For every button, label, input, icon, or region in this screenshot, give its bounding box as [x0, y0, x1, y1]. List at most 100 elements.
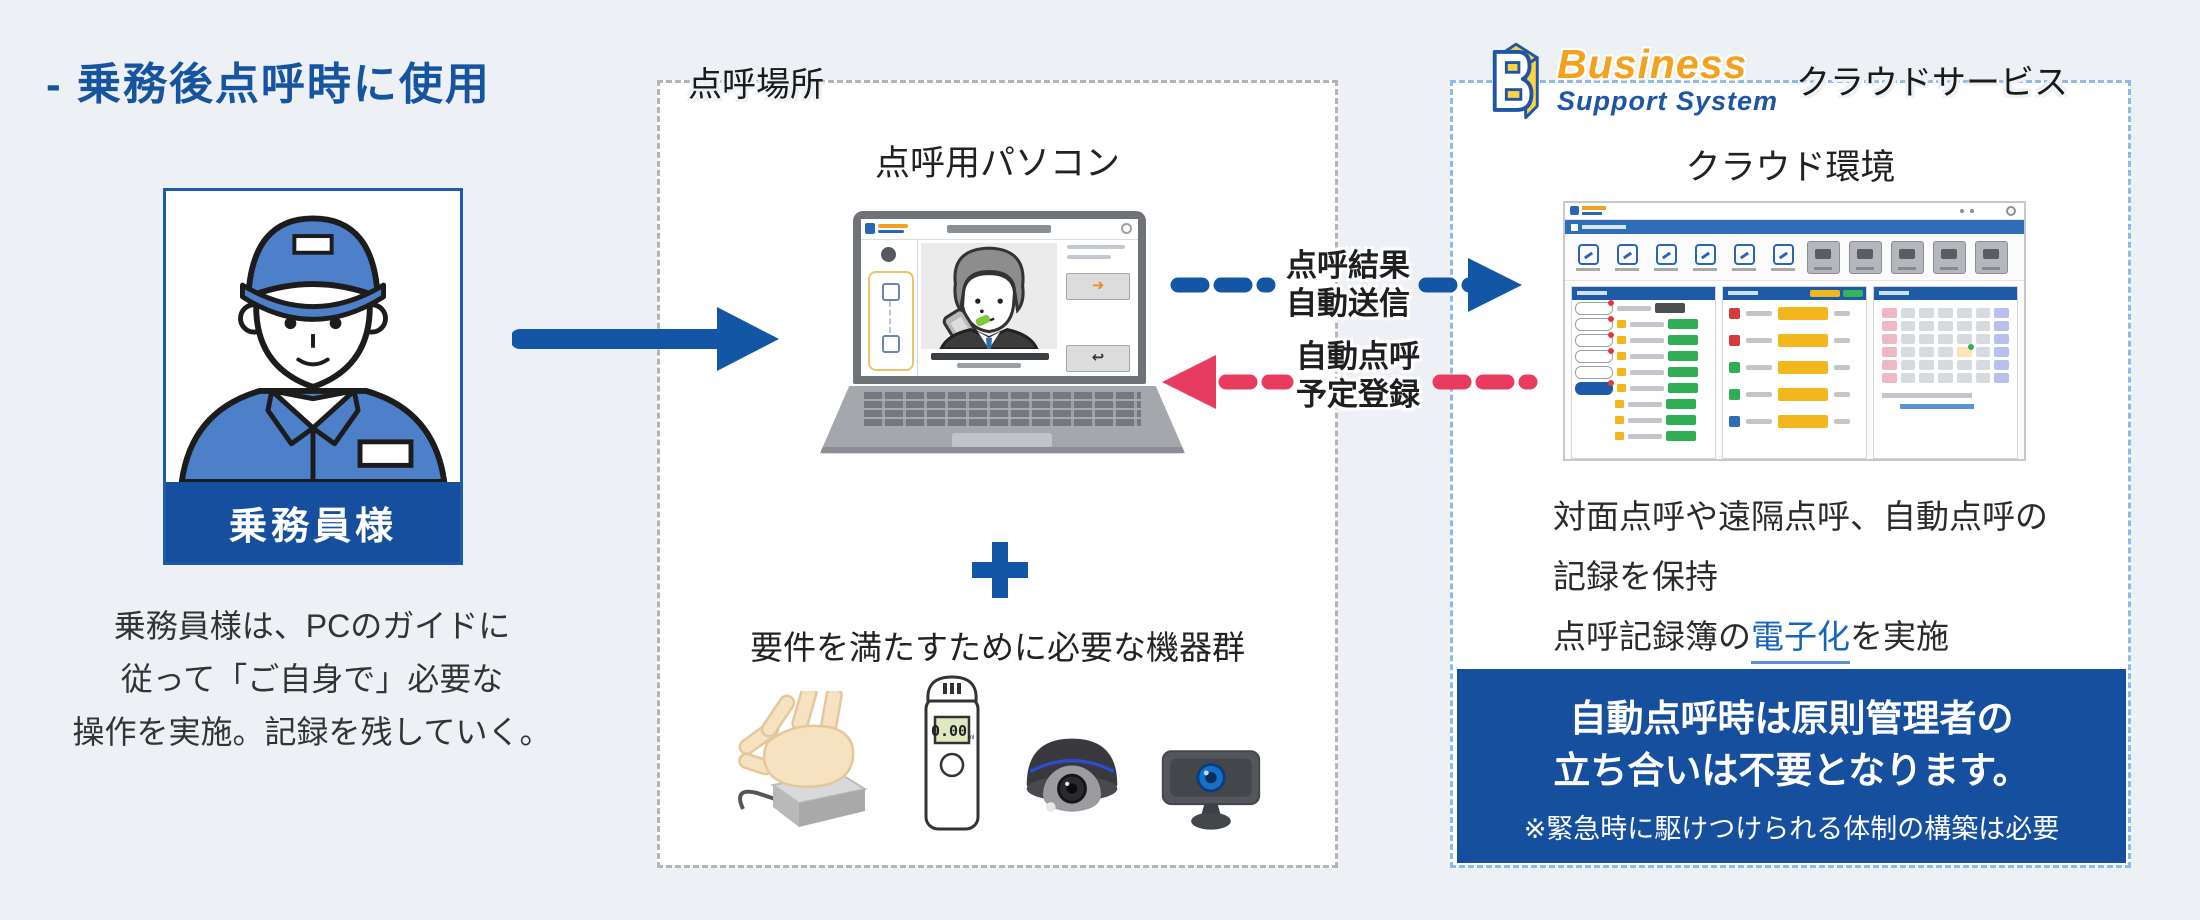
calendar-cell: [1919, 360, 1935, 370]
calendar-cell: [1938, 360, 1953, 370]
return-arrow-icon: ↩: [1091, 349, 1105, 366]
toolbar-blue-icon: [1729, 243, 1759, 271]
calendar-cell: [1994, 334, 2009, 344]
status-chip: [1668, 367, 1698, 377]
laptop-app-topbar: [861, 219, 1138, 240]
roll-call-pc-title: 点呼用パソコン: [874, 144, 1120, 183]
field-placeholder: [1067, 255, 1111, 259]
logo-text-placeholder: [1582, 212, 1602, 215]
status-chip: [1666, 399, 1696, 409]
driver-illustration: [166, 191, 460, 482]
filter-pill: [1575, 365, 1613, 379]
roll-call-place-box: 点呼場所 点呼用パソコン: [657, 66, 1338, 868]
breathalyzer-display: 0.00: [930, 722, 966, 740]
roster-row: [1572, 412, 1715, 428]
filter-pill: [1575, 300, 1614, 315]
laptop-app-heading-placeholder: [947, 225, 1051, 233]
text-placeholder: [1834, 338, 1850, 343]
text-placeholder: [1834, 419, 1850, 424]
status-panel: [1722, 286, 1867, 459]
filter-pill: [1575, 315, 1614, 331]
flow-label-line: 自動点呼: [1296, 339, 1420, 374]
status-chip: [1668, 335, 1698, 345]
step-icon: [882, 283, 900, 301]
notification-dot: [1608, 331, 1614, 338]
text-placeholder: [1746, 392, 1772, 397]
text-placeholder: [1628, 401, 1662, 407]
devices-row: 0.00 ml: [660, 665, 1335, 833]
text-placeholder: [1746, 419, 1772, 424]
flow-label-line: 点呼結果: [1286, 248, 1410, 283]
breathalyzer-icon: 0.00 ml: [924, 675, 979, 831]
text-placeholder: [1834, 365, 1850, 370]
calendar-cell: [1900, 334, 1916, 344]
calendar-cell: [1938, 321, 1953, 331]
notification-dot: [1608, 379, 1614, 386]
next-button-depiction: ➜: [1066, 273, 1130, 300]
status-chip: [1668, 351, 1698, 361]
text-placeholder: [1630, 353, 1664, 359]
toolbar-gray-button: [1849, 240, 1882, 274]
cloud-env-title: クラウド環境: [1685, 148, 1896, 187]
calendar-cell: [1938, 347, 1953, 357]
laptop-camera-view: [921, 243, 1057, 351]
text-placeholder: [1834, 311, 1850, 316]
warning-chip: [1617, 384, 1626, 392]
status-icon: [1729, 362, 1740, 373]
warning-chip: [1617, 368, 1626, 376]
roll-call-place-label: 点呼場所: [688, 66, 824, 104]
flow-label-line: 予定登録: [1296, 377, 1420, 412]
menu-dot-icon: [1960, 209, 1964, 213]
cloud-description-line: 点呼記録簿の電子化を実施: [1553, 607, 2048, 667]
status-row: [1723, 354, 1866, 381]
panel-header: [1874, 287, 2017, 300]
laptop-app-step-list: [868, 271, 914, 371]
calendar-cell: [1994, 321, 2009, 331]
roll-call-laptop: ➜ ↩: [820, 209, 1185, 477]
calendar-cell: [1919, 321, 1935, 331]
driver-description: 乗務員様は、PCのガイドに 従って「ご自身で」必要な 操作を実施。記録を残してい…: [38, 600, 586, 759]
cloud-service-label: クラウドサービス: [1796, 63, 2069, 102]
calendar-cell: [1956, 373, 1972, 383]
calendar-cell: [1956, 321, 1972, 331]
notice-line: 立ち合いは不要となります。: [1553, 750, 2030, 791]
action-button-depiction: [1778, 307, 1828, 320]
plus-icon: [968, 538, 1032, 602]
bss-mini-logo-icon: [865, 223, 911, 234]
calendar-panel: [1873, 286, 2018, 459]
text-placeholder: [1746, 338, 1772, 343]
warning-chip: [1617, 320, 1626, 328]
toolbar-blue-icon: [1612, 243, 1642, 271]
page-title: - 乗務後点呼時に使用: [46, 60, 491, 109]
text-placeholder: [1882, 393, 1972, 398]
calendar-footer: [1874, 387, 2017, 411]
status-icon: [1729, 389, 1740, 400]
calendar-cell: [1956, 360, 1972, 370]
roster-row: [1572, 364, 1715, 380]
calendar-cell: [1975, 360, 1991, 370]
bss-brand-text: Business Support System: [1557, 43, 1779, 116]
roster-row: [1572, 331, 1715, 348]
calendar-cell: [1919, 334, 1935, 344]
laptop-app-ui: ➜ ↩: [861, 219, 1138, 376]
panel-header: [1572, 287, 1715, 300]
warning-chip: [1615, 416, 1624, 424]
driver-description-line: 乗務員様は、PCのガイドに: [113, 608, 511, 644]
laptop-base: [820, 386, 1185, 454]
field-placeholder: [1067, 245, 1125, 249]
status-icon: [1729, 335, 1740, 346]
palm-scanner-icon: [737, 691, 868, 827]
action-button-depiction: [1778, 415, 1828, 428]
notification-dot: [1608, 347, 1614, 354]
menu-dot-icon: [1970, 209, 1974, 213]
calendar-cell: [1994, 373, 2009, 383]
calendar-cell: [1900, 373, 1916, 383]
calendar-cell: [1900, 347, 1916, 357]
bss-brand-line2: Support System: [1557, 85, 1779, 116]
calendar-cell: [1994, 347, 2009, 357]
dashboard-panels: [1565, 281, 2024, 464]
driver-description-line: 従って「ご自身で」必要な: [120, 661, 504, 697]
roster-panel: [1571, 286, 1716, 459]
text-placeholder: [1628, 417, 1662, 423]
dashboard-toolbar: [1565, 234, 2024, 281]
